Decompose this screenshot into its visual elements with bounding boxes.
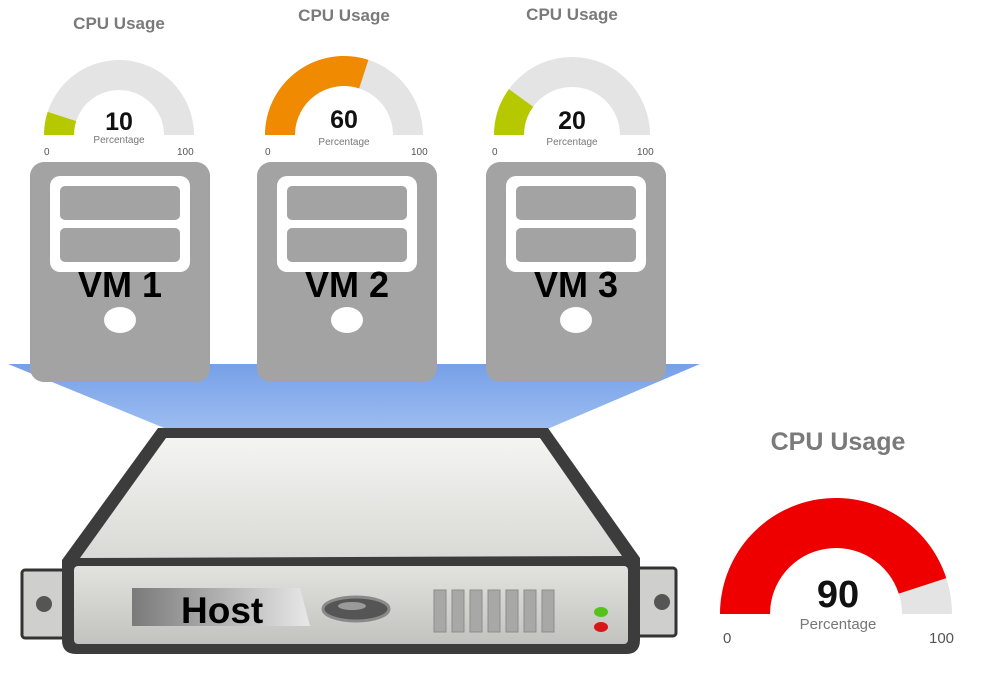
cpu-gauge-vm1: CPU Usage 10 Percentage 0 100: [18, 10, 220, 160]
gauge-arc: [720, 498, 952, 614]
gauge-max: 100: [177, 147, 194, 158]
gauge-min: 0: [723, 630, 732, 647]
cpu-gauge-vm2: CPU Usage 60 Percentage 0 100: [243, 5, 445, 158]
gauge-min: 0: [44, 147, 50, 158]
rack-screw-right: [654, 594, 670, 610]
cpu-gauge-vm3: CPU Usage 20 Percentage 0 100: [471, 5, 673, 158]
host-vents: [433, 589, 555, 633]
gauge-unit: Percentage: [799, 616, 877, 633]
gauge-value: 20: [558, 107, 586, 135]
gauge-title: CPU Usage: [526, 5, 618, 24]
host-drive-slot: [132, 588, 310, 626]
gauge-max: 100: [411, 147, 428, 158]
led-green-icon: [594, 607, 608, 617]
vm-label: VM 2: [304, 264, 390, 305]
vm-1: VM 1: [30, 162, 210, 382]
gauge-title: CPU Usage: [770, 428, 906, 456]
gauge-value: 10: [105, 108, 133, 136]
gauge-unit: Percentage: [93, 135, 145, 146]
vm-label: VM 1: [77, 264, 163, 305]
gauge-value: 60: [330, 106, 358, 134]
gauge-fill: [44, 111, 77, 135]
vm-server-icon: [30, 162, 210, 382]
host-label: Host: [181, 590, 264, 631]
gauge-fill: [265, 56, 369, 135]
gauge-max: 100: [637, 147, 654, 158]
vm-server-icon: [486, 162, 666, 382]
led-red-icon: [594, 622, 608, 632]
gauge-arc: [44, 60, 194, 135]
gauge-track: [494, 57, 650, 135]
gauge-fill: [720, 498, 947, 614]
vm-label: VM 3: [533, 264, 619, 305]
gauge-arc: [265, 56, 423, 135]
gauge-arc: [494, 57, 650, 135]
vm-2: VM 2: [257, 162, 437, 382]
gauge-unit: Percentage: [546, 137, 598, 148]
gauge-value: 90: [816, 574, 860, 616]
gauge-track: [44, 60, 194, 135]
vm-3: VM 3: [486, 162, 666, 382]
gauge-max: 100: [929, 630, 955, 647]
vm-server-icon: [257, 162, 437, 382]
rack-screw-left: [36, 596, 52, 612]
gauge-title: CPU Usage: [298, 6, 390, 25]
gauge-title: CPU Usage: [73, 14, 165, 33]
gauge-min: 0: [265, 147, 271, 158]
cpu-gauge-host: CPU Usage 90 Percentage 0 100: [700, 428, 976, 654]
gauge-fill: [494, 89, 534, 135]
gauge-unit: Percentage: [318, 137, 370, 148]
gauge-min: 0: [492, 147, 498, 158]
